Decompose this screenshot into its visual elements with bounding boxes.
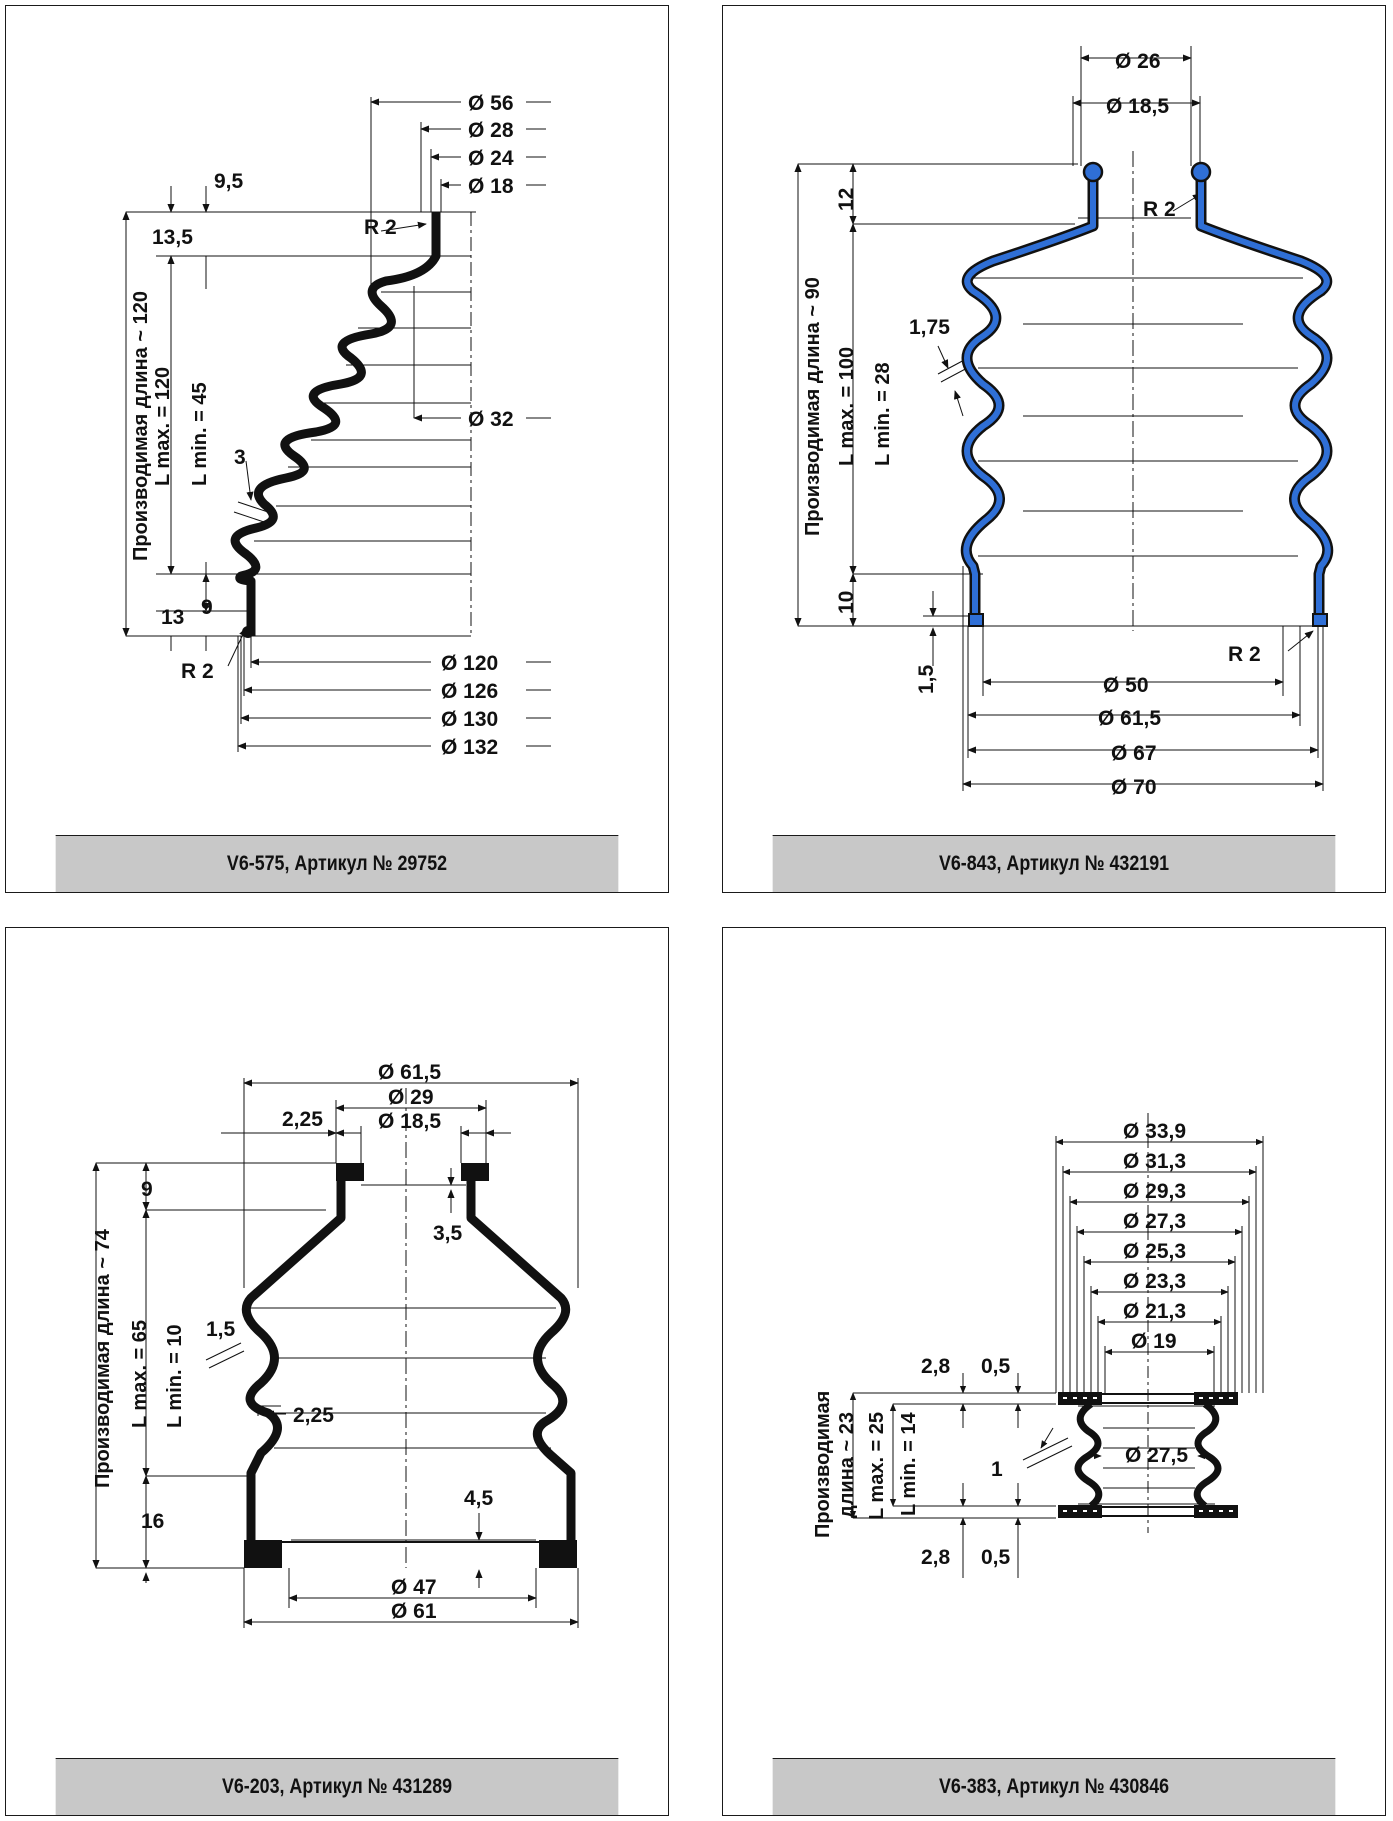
label-lmin: L min. = 45 — [189, 382, 211, 486]
dim-h3: 3 — [234, 446, 246, 469]
dim-d185: Ø 18,5 — [1106, 95, 1169, 118]
drawing-panel-v6-575: Ø 56 Ø 28 Ø 24 Ø 18 Ø 32 Ø 120 Ø 126 Ø 1… — [5, 5, 669, 893]
drawing-panel-v6-843: Ø 26 Ø 18,5 Ø 50 Ø 61,5 Ø 67 Ø 70 12 10 … — [722, 5, 1386, 893]
label-produced-length: Производимая длина ~ 120 — [130, 291, 152, 561]
dim-h45: 4,5 — [464, 1487, 494, 1510]
boot-drawing-v6-383: Ø 33,9 Ø 31,3 Ø 29,3 Ø 27,3 Ø 25,3 Ø 23,… — [812, 1113, 1264, 1578]
dim-h15: 1,5 — [915, 664, 938, 694]
boot-drawing-v6-203: Ø 61,5 Ø 29 Ø 18,5 2,25 2,25 9 16 3,5 4,… — [92, 1061, 579, 1628]
dim-d50: Ø 50 — [1103, 674, 1149, 697]
dim-d130: Ø 130 — [441, 708, 498, 731]
dim-h13: 13 — [161, 606, 184, 629]
label-lmax: L max. = 100 — [836, 347, 858, 466]
dim-d126: Ø 126 — [441, 680, 498, 703]
label-r2-top: R 2 — [1143, 198, 1176, 221]
label-produced-length: Производимая длина ~ 90 — [802, 277, 824, 536]
dim-d28: Ø 28 — [468, 119, 514, 142]
dim-w225-bottom: 2,25 — [293, 1404, 334, 1427]
dim-d29: Ø 29 — [388, 1086, 434, 1109]
dim-w225-top: 2,25 — [282, 1108, 323, 1131]
dim-h12: 12 — [835, 188, 858, 211]
dim-h9: 9 — [201, 596, 213, 619]
dim-d67: Ø 67 — [1111, 742, 1157, 765]
dim-h05-bottom: 0,5 — [981, 1546, 1011, 1569]
dim-h05-top: 0,5 — [981, 1355, 1011, 1378]
flange-top — [1058, 1392, 1238, 1405]
label-lmin: L min. = 10 — [164, 1324, 186, 1428]
dim-d120: Ø 120 — [441, 652, 498, 675]
boot-drawing-v6-843: Ø 26 Ø 18,5 Ø 50 Ø 61,5 Ø 67 Ø 70 12 10 … — [794, 46, 1334, 799]
dim-d26: Ø 26 — [1115, 50, 1161, 73]
dim-d56: Ø 56 — [468, 92, 514, 115]
drawing-panel-v6-383: Ø 33,9 Ø 31,3 Ø 29,3 Ø 27,3 Ø 25,3 Ø 23,… — [722, 927, 1386, 1816]
dim-d233: Ø 23,3 — [1123, 1270, 1186, 1293]
dim-h28-bottom: 2,8 — [921, 1546, 951, 1569]
dim-d185: Ø 18,5 — [378, 1110, 441, 1133]
dim-h9: 9 — [141, 1178, 153, 1201]
label-lmax: L max. = 120 — [152, 367, 174, 486]
dim-h16: 16 — [141, 1510, 164, 1533]
caption-v6-383: V6-383, Артикул № 430846 — [772, 1758, 1336, 1815]
dim-h15: 1,5 — [206, 1318, 236, 1341]
dim-d32: Ø 32 — [468, 408, 514, 431]
dim-d19: Ø 19 — [1131, 1330, 1177, 1353]
dim-h135: 13,5 — [152, 226, 193, 249]
dim-d18: Ø 18 — [468, 175, 514, 198]
dim-h28-top: 2,8 — [921, 1355, 951, 1378]
label-produced-length: длина ~ 23 — [836, 1412, 858, 1518]
caption-v6-203: V6-203, Артикул № 431289 — [55, 1758, 619, 1815]
label-lmin: L min. = 14 — [898, 1412, 920, 1516]
label-r2-bottom: R 2 — [181, 660, 214, 683]
dim-d615: Ø 61,5 — [1098, 707, 1161, 730]
dim-d273: Ø 27,3 — [1123, 1210, 1186, 1233]
dim-d313: Ø 31,3 — [1123, 1150, 1186, 1173]
dim-d132: Ø 132 — [441, 736, 498, 759]
boot-drawing-v6-575: Ø 56 Ø 28 Ø 24 Ø 18 Ø 32 Ø 120 Ø 126 Ø 1… — [122, 92, 551, 759]
dim-h1: 1 — [991, 1458, 1003, 1481]
drawing-panel-v6-203: Ø 61,5 Ø 29 Ø 18,5 2,25 2,25 9 16 3,5 4,… — [5, 927, 669, 1816]
dim-d47: Ø 47 — [391, 1576, 437, 1599]
dim-d275: Ø 27,5 — [1125, 1444, 1188, 1467]
flange-bottom — [1058, 1505, 1238, 1518]
label-lmin: L min. = 28 — [872, 362, 894, 466]
label-r2-bottom: R 2 — [1228, 643, 1261, 666]
dim-d339: Ø 33,9 — [1123, 1120, 1186, 1143]
dim-h95: 9,5 — [214, 170, 244, 193]
boot-profile-v6-575 — [230, 212, 441, 636]
dim-d293: Ø 29,3 — [1123, 1180, 1186, 1203]
dim-d615: Ø 61,5 — [378, 1061, 441, 1084]
label-r2-top: R 2 — [364, 216, 397, 239]
label-produced-length: Производимая длина ~ 74 — [92, 1228, 114, 1488]
dim-h35: 3,5 — [433, 1222, 463, 1245]
dim-d70: Ø 70 — [1111, 776, 1157, 799]
caption-v6-843: V6-843, Артикул № 432191 — [772, 835, 1336, 892]
dim-h10: 10 — [835, 591, 858, 614]
dim-d61: Ø 61 — [391, 1600, 437, 1623]
dim-d213: Ø 21,3 — [1123, 1300, 1186, 1323]
caption-v6-575: V6-575, Артикул № 29752 — [55, 835, 619, 892]
label-produced: Производимая — [812, 1391, 834, 1538]
label-lmax: L max. = 25 — [866, 1412, 888, 1520]
dim-h175: 1,75 — [909, 316, 950, 339]
dim-d253: Ø 25,3 — [1123, 1240, 1186, 1263]
dim-d24: Ø 24 — [468, 147, 514, 170]
label-lmax: L max. = 65 — [129, 1320, 151, 1428]
